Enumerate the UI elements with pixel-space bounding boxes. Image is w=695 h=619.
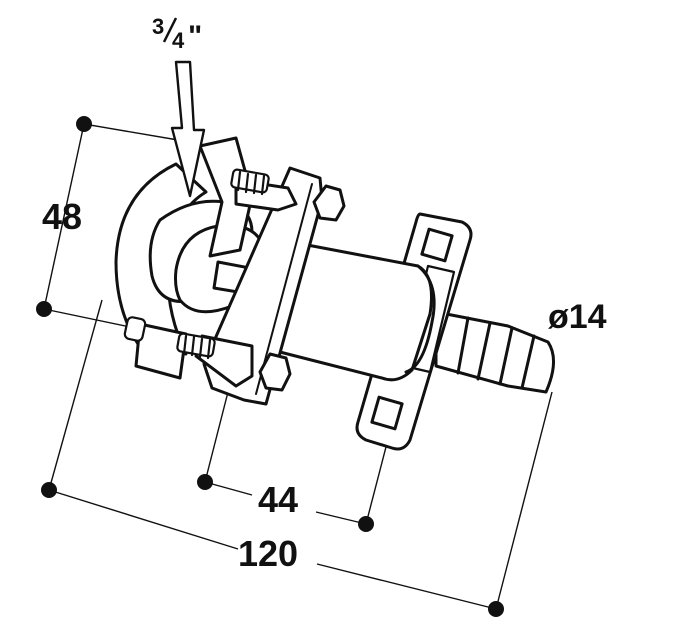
hose-barb — [434, 310, 555, 394]
dim-point-44-right — [358, 516, 374, 532]
pipe-size-fraction-bar — [162, 17, 178, 43]
dim-point-44-left — [197, 474, 213, 490]
cylinder-body — [270, 242, 436, 382]
pipe-size-inch-mark: " — [188, 20, 202, 53]
pipe-size-arrow — [170, 60, 206, 198]
pipe-size-denominator: 4 — [172, 28, 185, 53]
bolt-end-left — [123, 316, 147, 342]
dimension-points — [36, 116, 504, 617]
dimension-lines — [43, 123, 553, 610]
bracket-left — [198, 136, 254, 258]
bolt-top — [230, 168, 270, 196]
dim-point-120-left — [41, 482, 57, 498]
diameter-dimension-label: ø14 — [548, 298, 607, 336]
hex-nut-bottom — [258, 352, 292, 392]
offset-dimension-label: 44 — [258, 479, 298, 520]
clamp-assembly — [114, 136, 555, 451]
dim-point-120-right — [488, 601, 504, 617]
bolt-bottom — [176, 332, 216, 360]
dim-point-48-bottom — [36, 301, 52, 317]
dim-point-48-top — [76, 116, 92, 132]
length-dimension-label: 120 — [238, 533, 298, 574]
pipe-size-label: 3 4 " — [152, 14, 202, 53]
height-dimension-label: 48 — [42, 196, 82, 237]
pipe-size-numerator: 3 — [152, 14, 164, 39]
hex-nut-top — [312, 184, 346, 222]
